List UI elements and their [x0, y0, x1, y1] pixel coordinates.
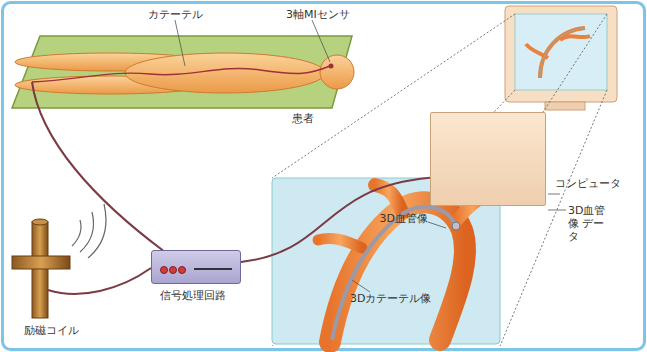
- panel-slot: [194, 268, 232, 270]
- signal-processor-box: 信号処理回路: [151, 250, 241, 284]
- part-name: 患者: [292, 112, 314, 125]
- computer-case: コンピュータ: [430, 112, 546, 206]
- part-name: 3D血管像 データ: [568, 204, 614, 244]
- frame: [3, 3, 645, 350]
- bed: [12, 36, 352, 108]
- part-name: 3D血管像: [380, 212, 428, 225]
- field-waves: [72, 204, 106, 258]
- mi-sensor: [329, 64, 334, 69]
- catheter-3d: [332, 207, 456, 340]
- catheter: [32, 66, 330, 82]
- indicator-lamp: [169, 266, 177, 274]
- node-label: 信号処理回路: [160, 289, 226, 302]
- leader-line: [548, 194, 560, 195]
- leader-line: [428, 222, 446, 228]
- part-name: カテーテル: [148, 8, 203, 21]
- coil-cable: [48, 268, 151, 294]
- leader-line: [175, 20, 185, 66]
- node-label: コンピュータ: [555, 177, 621, 190]
- excitation-coil: [12, 219, 70, 318]
- part-name: 励磁コイル: [24, 324, 79, 337]
- catheter-cable: [32, 82, 165, 252]
- monitor: [505, 6, 617, 110]
- patient: [15, 53, 354, 94]
- part-name: 3軸MIセンサ: [286, 8, 350, 21]
- indicator-lamp: [160, 266, 168, 274]
- catheter-tip: [452, 222, 460, 230]
- part-name: 3Dカテーテル像: [350, 292, 431, 305]
- indicator-lamp: [178, 266, 186, 274]
- leader-line: [352, 280, 370, 292]
- cable: [241, 178, 430, 262]
- leader-line: [312, 20, 330, 62]
- leader-line: [548, 210, 566, 211]
